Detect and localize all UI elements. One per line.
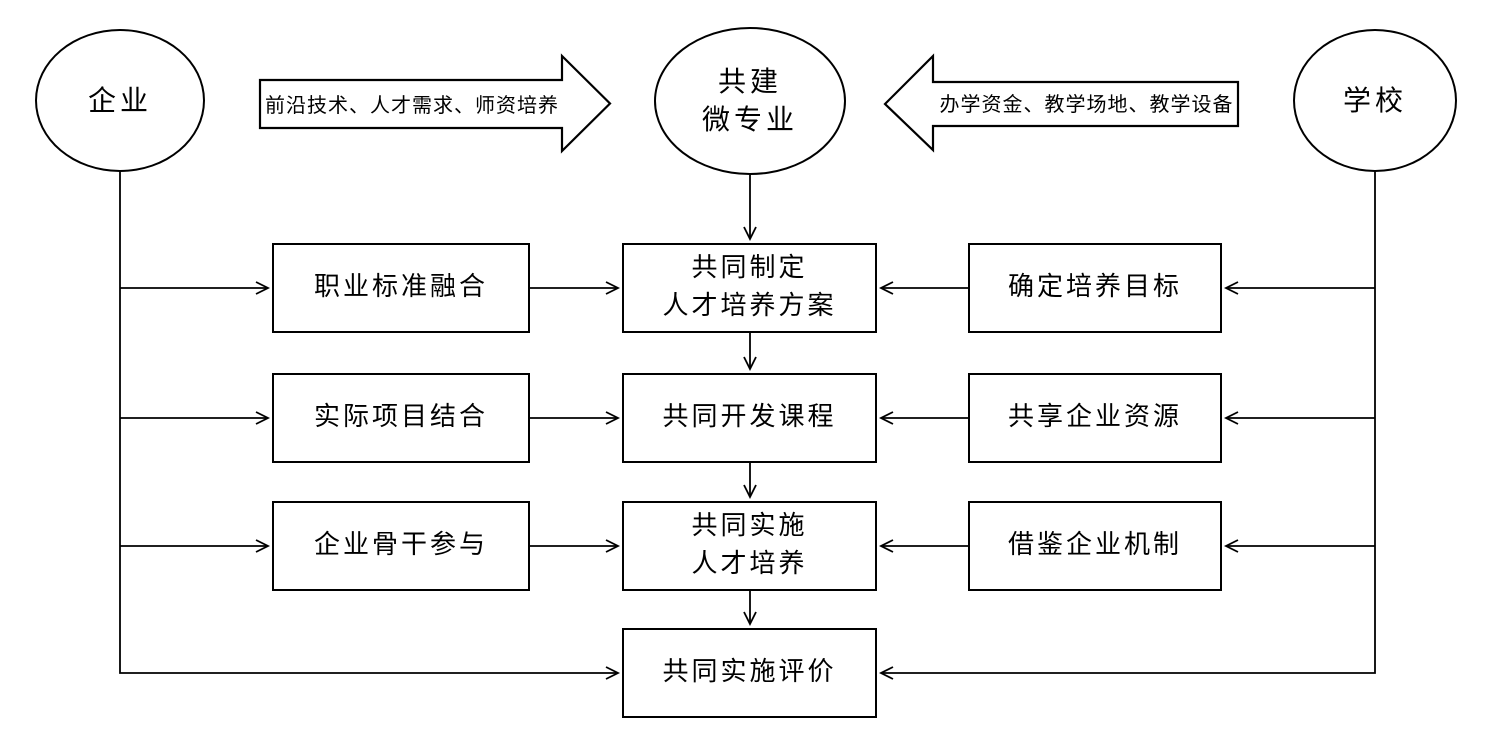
- box-real-project-integration: 实际项目结合: [272, 373, 530, 463]
- box-joint-training-plan: 共同制定 人才培养方案: [622, 243, 877, 333]
- box-joint-course-development: 共同开发课程: [622, 373, 877, 463]
- box-joint-talent-training: 共同实施 人才培养: [622, 501, 877, 591]
- box-enterprise-backbone-participation: 企业骨干参与: [272, 501, 530, 591]
- box-career-standards-integration: 职业标准融合: [272, 243, 530, 333]
- node-school: 学校: [1293, 29, 1457, 172]
- box-enterprise-mechanism-reference: 借鉴企业机制: [968, 501, 1222, 591]
- connector-school-trunk: [878, 171, 1376, 680]
- box-joint-evaluation: 共同实施评价: [622, 628, 877, 718]
- banner-label-enterprise-contribution: 前沿技术、人才需求、师资培养: [265, 92, 559, 117]
- banner-arrow-left-shape: [883, 53, 1240, 153]
- box-training-goals: 确定培养目标: [968, 243, 1222, 333]
- banner-arrow-right-shape: [258, 53, 612, 154]
- node-micro-major: 共建 微专业: [654, 27, 846, 175]
- node-enterprise: 企业: [35, 29, 205, 172]
- banner-label-school-contribution: 办学资金、教学场地、教学设备: [939, 91, 1234, 116]
- box-shared-enterprise-resources: 共享企业资源: [968, 373, 1222, 463]
- connector-enterprise-trunk: [119, 171, 621, 680]
